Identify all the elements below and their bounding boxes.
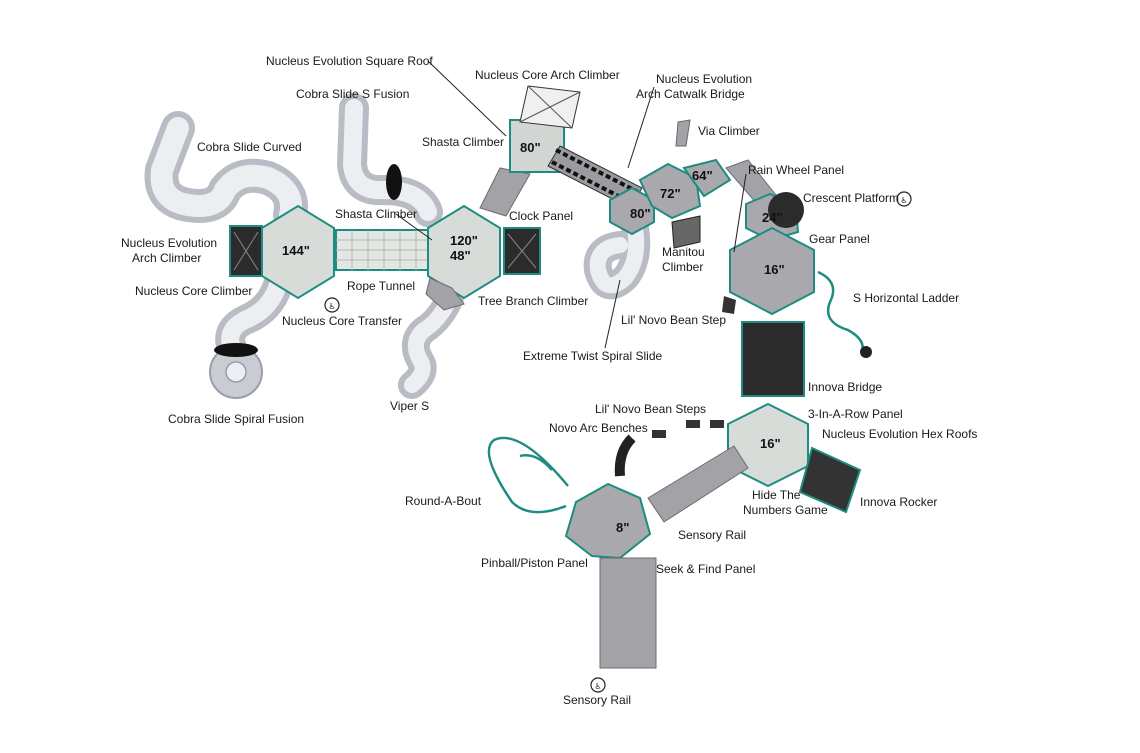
label-core-arch-climber: Nucleus Core Arch Climber bbox=[475, 68, 620, 82]
label-evo-arch-1: Nucleus Evolution bbox=[121, 236, 217, 250]
label-sensory-rail-bottom: Sensory Rail bbox=[563, 693, 631, 707]
label-clock-panel: Clock Panel bbox=[509, 209, 573, 223]
extreme-twist-spiral-slide bbox=[583, 214, 651, 300]
upper-ramp bbox=[479, 167, 531, 217]
clock-panel-climber bbox=[503, 227, 541, 275]
left-deck-144 bbox=[261, 204, 335, 300]
height-top-deck: 80" bbox=[520, 140, 541, 155]
label-pinball: Pinball/Piston Panel bbox=[481, 556, 588, 570]
height-center-a: 120" bbox=[450, 233, 478, 248]
height-64: 64" bbox=[692, 168, 713, 183]
innova-bridge bbox=[741, 321, 805, 397]
leader-shasta bbox=[395, 213, 433, 241]
novo-arc-benches bbox=[614, 434, 636, 477]
cobra-slide-curved bbox=[144, 111, 308, 232]
cobra-slide-spiral-fusion bbox=[209, 270, 293, 399]
label-bean-step: Lil' Novo Bean Step bbox=[621, 313, 726, 327]
height-left-deck: 144" bbox=[282, 243, 310, 258]
round-a-bout bbox=[487, 436, 569, 514]
deck-8 bbox=[564, 482, 652, 560]
label-3-in-row: 3-In-A-Row Panel bbox=[808, 407, 903, 421]
crescent-platform bbox=[768, 192, 804, 228]
label-rain-wheel: Rain Wheel Panel bbox=[748, 163, 844, 177]
accessible-crescent-icon: ♿ bbox=[896, 191, 912, 207]
center-deck bbox=[427, 204, 501, 300]
height-16-lower: 16" bbox=[760, 436, 781, 451]
label-manitou-1: Manitou bbox=[662, 245, 705, 259]
lower-walkway bbox=[599, 557, 657, 669]
svg-text:♿: ♿ bbox=[900, 196, 907, 205]
manitou-climber bbox=[671, 215, 701, 249]
accessible-sensory-icon: ♿ bbox=[590, 677, 606, 693]
via-climber bbox=[675, 119, 691, 147]
label-cobra-spiral: Cobra Slide Spiral Fusion bbox=[168, 412, 304, 426]
deck-72 bbox=[638, 162, 702, 220]
label-s-ladder: S Horizontal Ladder bbox=[853, 291, 959, 305]
cobra-slide-s-fusion bbox=[337, 93, 443, 227]
label-catwalk-2: Arch Catwalk Bridge bbox=[636, 87, 745, 101]
label-cobra-s-fusion: Cobra Slide S Fusion bbox=[296, 87, 409, 101]
svg-text:♿: ♿ bbox=[328, 302, 335, 311]
label-shasta-top: Shasta Climber bbox=[422, 135, 504, 149]
label-shasta-mid: Shasta Climber bbox=[335, 207, 417, 221]
label-catwalk-1: Nucleus Evolution bbox=[656, 72, 752, 86]
label-round-a-bout: Round-A-Bout bbox=[405, 494, 482, 508]
height-24: 24" bbox=[762, 210, 783, 225]
label-manitou-2: Climber bbox=[662, 260, 703, 274]
label-innova-bridge: Innova Bridge bbox=[808, 380, 882, 394]
label-core-transfer: Nucleus Core Transfer bbox=[282, 314, 402, 328]
label-viper-s: Viper S bbox=[390, 399, 429, 413]
label-gear-panel: Gear Panel bbox=[809, 232, 870, 246]
label-innova-rocker: Innova Rocker bbox=[860, 495, 937, 509]
svg-text:♿: ♿ bbox=[594, 682, 601, 691]
leader-rain-wheel bbox=[733, 173, 747, 253]
label-twist-spiral: Extreme Twist Spiral Slide bbox=[523, 349, 662, 363]
bean-step bbox=[722, 296, 736, 314]
label-hex-roofs: Nucleus Evolution Hex Roofs bbox=[822, 427, 977, 441]
label-hide-2: Numbers Game bbox=[743, 503, 828, 517]
deck-16-upper bbox=[729, 226, 815, 316]
height-8: 8" bbox=[616, 520, 629, 535]
height-center-b: 48" bbox=[450, 248, 471, 263]
bean-steps-lower bbox=[652, 420, 724, 438]
left-climbers bbox=[229, 225, 263, 277]
label-evo-arch-2: Arch Climber bbox=[132, 251, 201, 265]
label-cobra-curved: Cobra Slide Curved bbox=[197, 140, 302, 154]
label-square-roof: Nucleus Evolution Square Roof bbox=[266, 54, 433, 68]
label-rope-tunnel: Rope Tunnel bbox=[347, 279, 415, 293]
height-72: 72" bbox=[660, 186, 681, 201]
leader-catwalk bbox=[627, 86, 655, 169]
leader-twist bbox=[604, 279, 621, 349]
sensory-walkway bbox=[647, 445, 749, 523]
label-seek-find: Seek & Find Panel bbox=[656, 562, 755, 576]
label-core-climber: Nucleus Core Climber bbox=[135, 284, 252, 298]
deck-80 bbox=[609, 186, 655, 236]
label-hide-1: Hide The bbox=[752, 488, 801, 502]
accessible-transfer-icon: ♿ bbox=[324, 297, 340, 313]
height-16-upper: 16" bbox=[764, 262, 785, 277]
leader-square-roof bbox=[427, 60, 507, 137]
square-roof bbox=[519, 85, 581, 129]
ladder-end bbox=[860, 346, 872, 358]
rope-tunnel bbox=[335, 229, 429, 271]
tree-branch-ramp bbox=[425, 277, 465, 311]
s-horizontal-ladder bbox=[817, 270, 864, 353]
height-80: 80" bbox=[630, 206, 651, 221]
label-bean-steps: Lil' Novo Bean Steps bbox=[595, 402, 706, 416]
deck-64 bbox=[682, 158, 732, 198]
viper-s-slide bbox=[398, 284, 464, 399]
label-via-climber: Via Climber bbox=[698, 124, 760, 138]
innova-rocker bbox=[798, 446, 862, 514]
label-crescent: Crescent Platform bbox=[803, 191, 899, 205]
label-tree-branch: Tree Branch Climber bbox=[478, 294, 588, 308]
label-novo-benches: Novo Arc Benches bbox=[549, 421, 648, 435]
label-sensory-rail-mid: Sensory Rail bbox=[678, 528, 746, 542]
